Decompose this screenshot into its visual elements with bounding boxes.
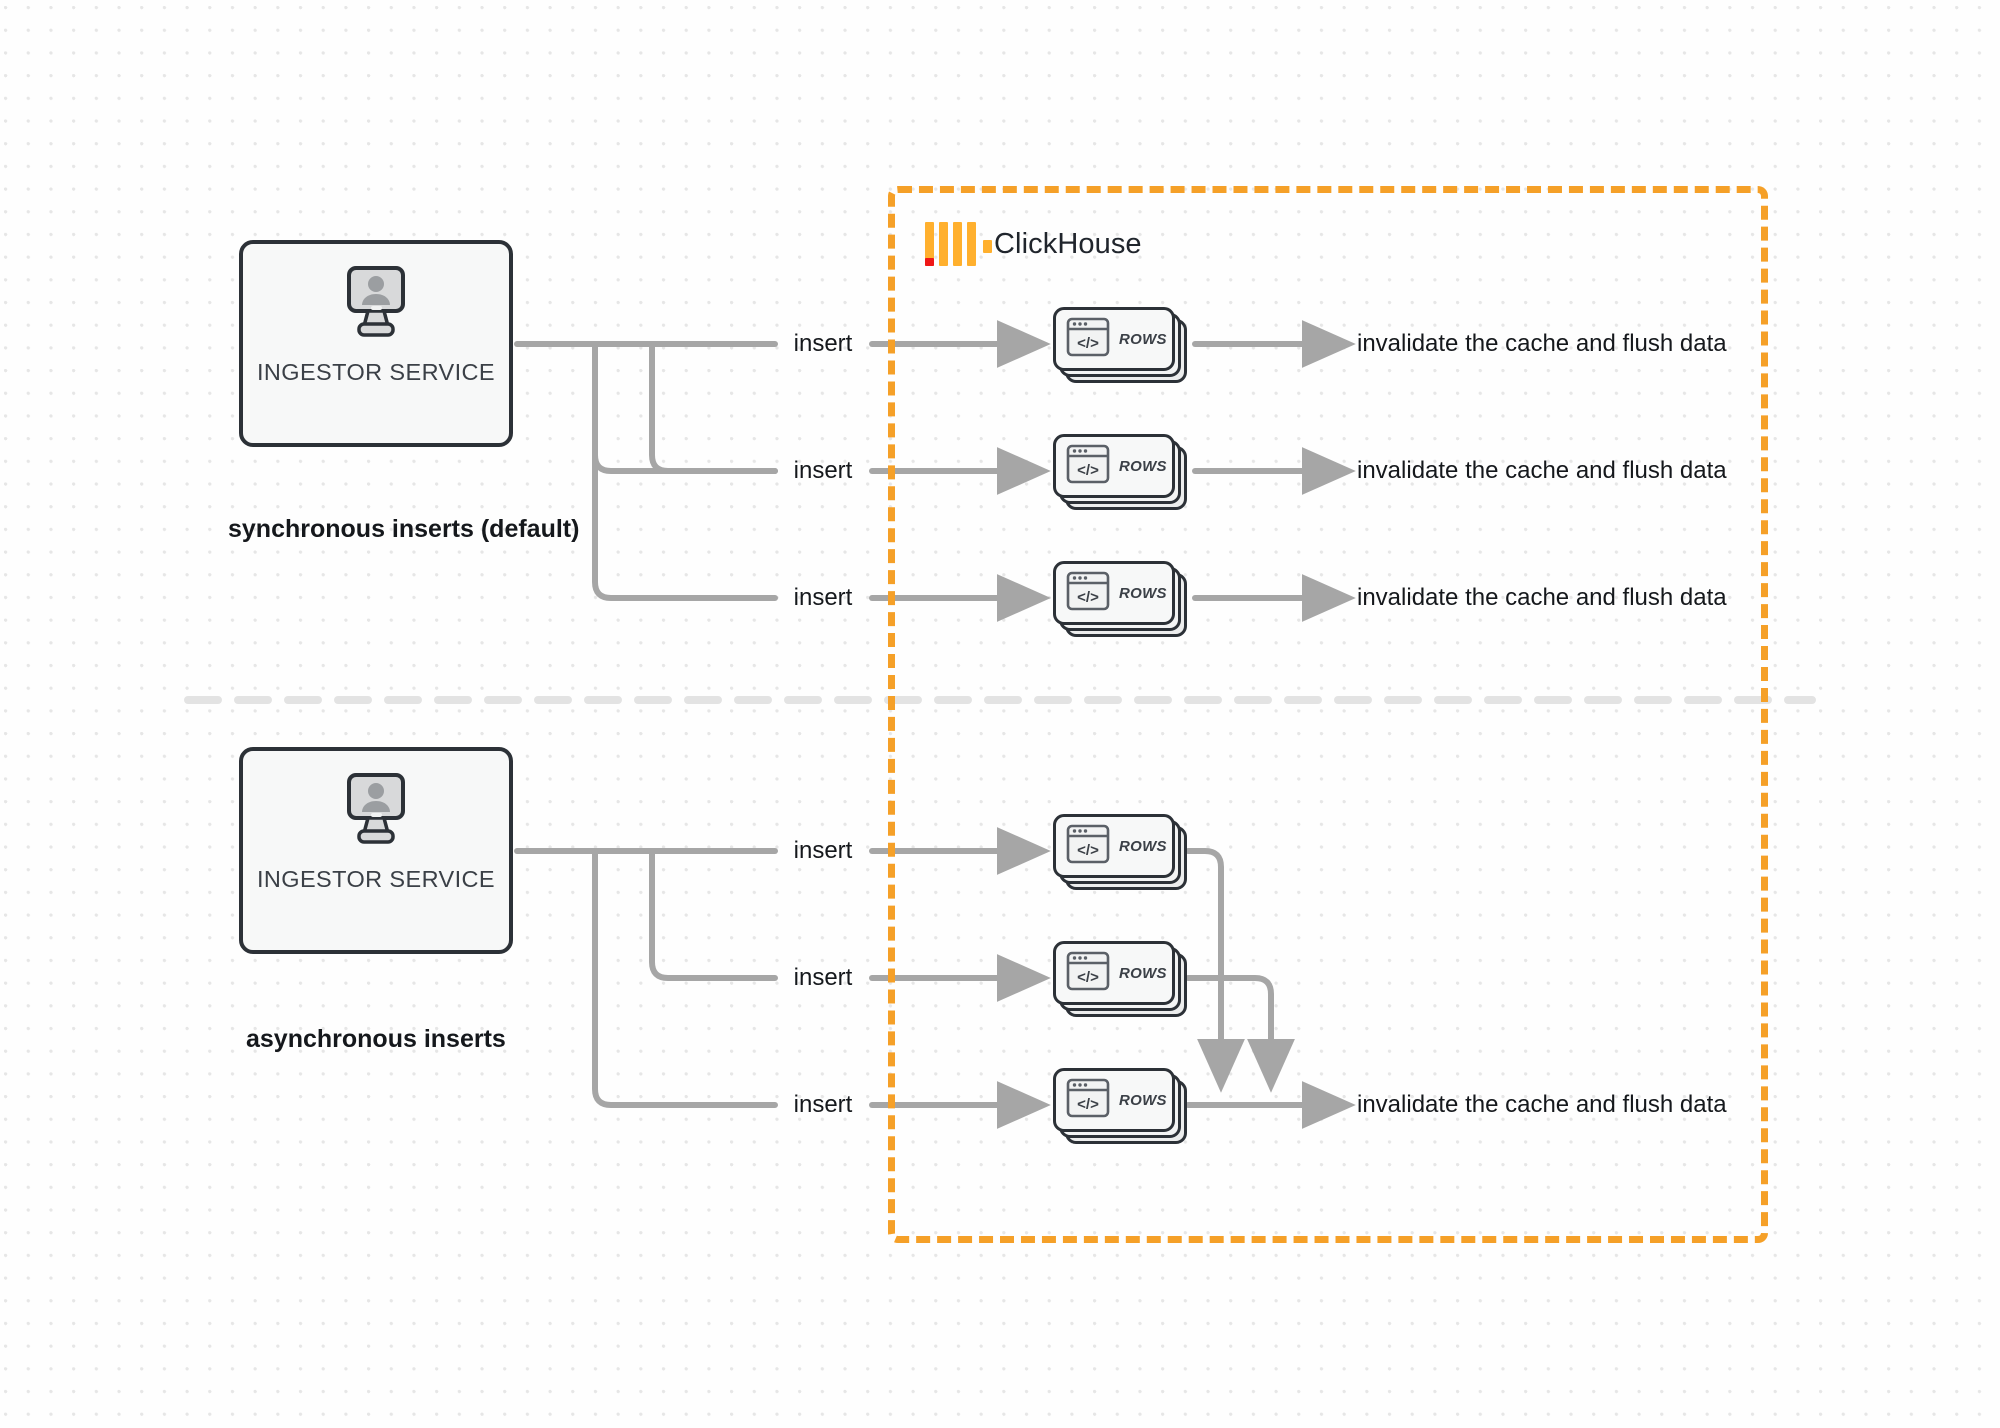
output-label-sync-2: invalidate the cache and flush data <box>1357 457 1727 484</box>
insert-label-async-2: insert <box>793 964 853 991</box>
rows-card-front: </> ROWS <box>1053 1068 1175 1132</box>
wire-sync-mid <box>649 341 778 474</box>
svg-text:</>: </> <box>1077 462 1099 479</box>
rows-card-front: </> ROWS <box>1053 434 1175 498</box>
rows-label: ROWS <box>1119 1091 1167 1109</box>
rows-card-front: </> ROWS <box>1053 814 1175 878</box>
ingestor-service-label: INGESTOR SERVICE <box>257 359 495 385</box>
rows-card-front: </> ROWS <box>1053 561 1175 625</box>
rows-label: ROWS <box>1119 584 1167 602</box>
ingestor-service-label: INGESTOR SERVICE <box>257 866 495 892</box>
rows-card-front: </> ROWS <box>1053 307 1175 371</box>
wire-sync-branch-2 <box>592 341 778 474</box>
svg-text:</>: </> <box>1077 335 1099 352</box>
rows-label: ROWS <box>1119 837 1167 855</box>
code-window-icon: </> <box>1066 824 1110 869</box>
caption-synchronous: synchronous inserts (default) <box>228 515 580 543</box>
rows-label: ROWS <box>1119 457 1167 475</box>
caption-asynchronous: asynchronous inserts <box>246 1025 506 1053</box>
svg-text:</>: </> <box>1077 589 1099 606</box>
wire-async-mid <box>649 848 778 981</box>
output-label-async-merged: invalidate the cache and flush data <box>1357 1091 1727 1118</box>
clickhouse-brand: ClickHouse <box>925 222 1142 266</box>
clickhouse-name: ClickHouse <box>994 227 1142 260</box>
rows-label: ROWS <box>1119 964 1167 982</box>
rows-card-async-1[interactable]: </> ROWS <box>1053 814 1189 892</box>
rows-card-front: </> ROWS <box>1053 941 1175 1005</box>
ingestor-service-async[interactable]: INGESTOR SERVICE <box>239 747 513 954</box>
svg-text:</>: </> <box>1077 1096 1099 1113</box>
rows-card-sync-2[interactable]: </> ROWS <box>1053 434 1189 512</box>
insert-label-sync-2: insert <box>793 457 853 484</box>
insert-label-sync-1: insert <box>793 330 853 357</box>
clickhouse-logo-icon <box>925 222 992 266</box>
code-window-icon: </> <box>1066 317 1110 362</box>
rows-card-sync-1[interactable]: </> ROWS <box>1053 307 1189 385</box>
code-window-icon: </> <box>1066 1078 1110 1123</box>
monitor-user-icon <box>335 266 417 349</box>
code-window-icon: </> <box>1066 444 1110 489</box>
rows-card-async-3[interactable]: </> ROWS <box>1053 1068 1189 1146</box>
monitor-user-icon <box>335 773 417 856</box>
svg-text:</>: </> <box>1077 969 1099 986</box>
output-label-sync-1: invalidate the cache and flush data <box>1357 330 1727 357</box>
rows-card-async-2[interactable]: </> ROWS <box>1053 941 1189 1019</box>
clickhouse-boundary <box>888 186 1768 1243</box>
insert-label-async-1: insert <box>793 837 853 864</box>
insert-label-sync-3: insert <box>793 584 853 611</box>
wire-async-bot <box>592 848 778 1108</box>
output-label-sync-3: invalidate the cache and flush data <box>1357 584 1727 611</box>
insert-label-async-3: insert <box>793 1091 853 1118</box>
wire-sync-bot <box>592 341 778 601</box>
svg-text:</>: </> <box>1077 842 1099 859</box>
rows-label: ROWS <box>1119 330 1167 348</box>
rows-card-sync-3[interactable]: </> ROWS <box>1053 561 1189 639</box>
ingestor-service-sync[interactable]: INGESTOR SERVICE <box>239 240 513 447</box>
code-window-icon: </> <box>1066 571 1110 616</box>
code-window-icon: </> <box>1066 951 1110 996</box>
